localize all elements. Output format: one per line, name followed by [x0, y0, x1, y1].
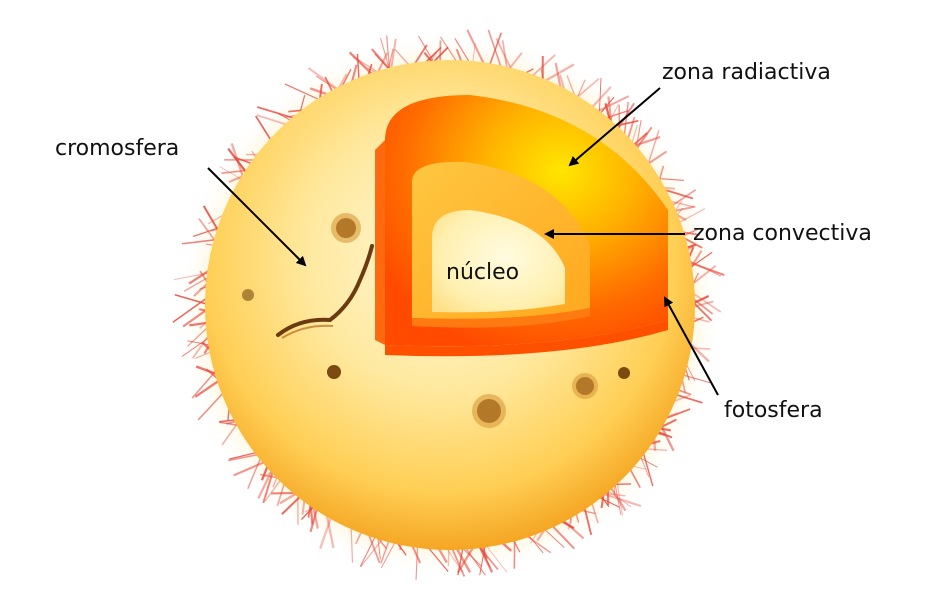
label-zona-convectiva: zona convectiva [693, 223, 872, 245]
sunspot [327, 365, 341, 379]
label-fotosfera: fotosfera [724, 400, 823, 422]
label-nucleo: núcleo [446, 262, 519, 284]
sunspot [618, 367, 630, 379]
label-zona-radiactiva: zona radiactiva [662, 62, 831, 84]
radiative-zone-edge [375, 140, 385, 345]
sunspot [242, 289, 254, 301]
label-cromosfera: cromosfera [55, 138, 179, 160]
